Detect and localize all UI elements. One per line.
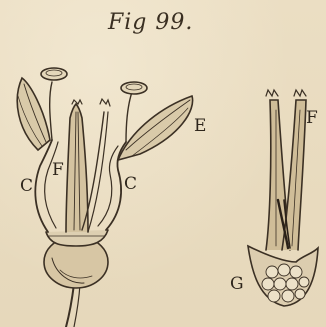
- label-f-right: F: [306, 108, 318, 128]
- ovary-seeds: [262, 264, 309, 302]
- left-pistil: [66, 104, 88, 232]
- label-f-left: F: [52, 160, 64, 180]
- label-c-right: C: [124, 174, 137, 194]
- left-stamen: [50, 82, 52, 140]
- label-g: G: [230, 274, 244, 294]
- label-e: E: [194, 116, 206, 136]
- right-stamen: [126, 92, 132, 142]
- label-c-left: C: [20, 176, 33, 196]
- left-stalk: [66, 284, 74, 327]
- left-calyx-arm: [35, 140, 52, 232]
